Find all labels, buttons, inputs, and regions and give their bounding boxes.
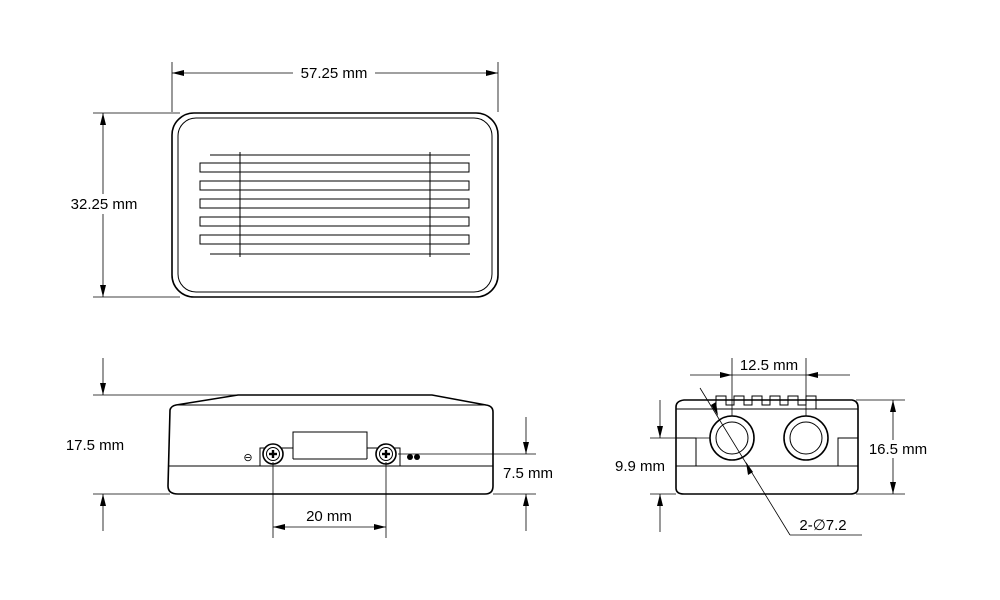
- terminal-spacing-dimension: 20 mm: [272, 462, 387, 538]
- top-view: 57.25 mm 32.25 mm: [64, 62, 499, 298]
- terminal-height-label: 7.5 mm: [503, 465, 553, 482]
- right-port-hole: [783, 415, 829, 461]
- terminal-height-dimension: 7.5 mm: [398, 417, 553, 531]
- negative-symbol: ⊖: [243, 452, 252, 464]
- hole-diameter-label: 2-∅7.2: [799, 517, 846, 534]
- hole-center-height-dimension: 9.9 mm: [615, 400, 710, 532]
- hole-spacing-dimension: 12.5 mm: [690, 357, 850, 416]
- terminal-spacing-label: 20 mm: [306, 508, 352, 525]
- width-label: 57.25 mm: [301, 65, 368, 82]
- right-screw-terminal: [375, 443, 397, 465]
- top-view-inner-edge: [177, 117, 493, 293]
- side-view-body: [675, 399, 859, 495]
- left-port-hole: [709, 415, 755, 461]
- hole-diameter-callout: 2-∅7.2: [699, 387, 862, 536]
- height-label: 32.25 mm: [71, 196, 138, 213]
- depth-dimension: 17.5 mm: [66, 358, 238, 531]
- front-view: ⊖ 17.5 mm 20 mm: [66, 358, 553, 538]
- front-view-body: [167, 394, 494, 495]
- left-screw-terminal: [262, 443, 284, 465]
- side-view: 12.5 mm 16.5 mm 9.9 mm: [615, 357, 938, 536]
- width-dimension: 57.25 mm: [171, 62, 499, 112]
- hole-spacing-label: 12.5 mm: [740, 357, 798, 374]
- led-indicators: [407, 454, 420, 460]
- side-top-ribs: [715, 395, 817, 409]
- top-view-body: [171, 112, 499, 298]
- height-dimension: 32.25 mm: [64, 112, 180, 298]
- depth-label: 17.5 mm: [66, 437, 124, 454]
- side-height-label: 16.5 mm: [869, 441, 927, 458]
- side-height-dimension: 16.5 mm: [856, 399, 938, 495]
- vent-grille: [199, 152, 470, 257]
- hole-center-height-label: 9.9 mm: [615, 458, 665, 475]
